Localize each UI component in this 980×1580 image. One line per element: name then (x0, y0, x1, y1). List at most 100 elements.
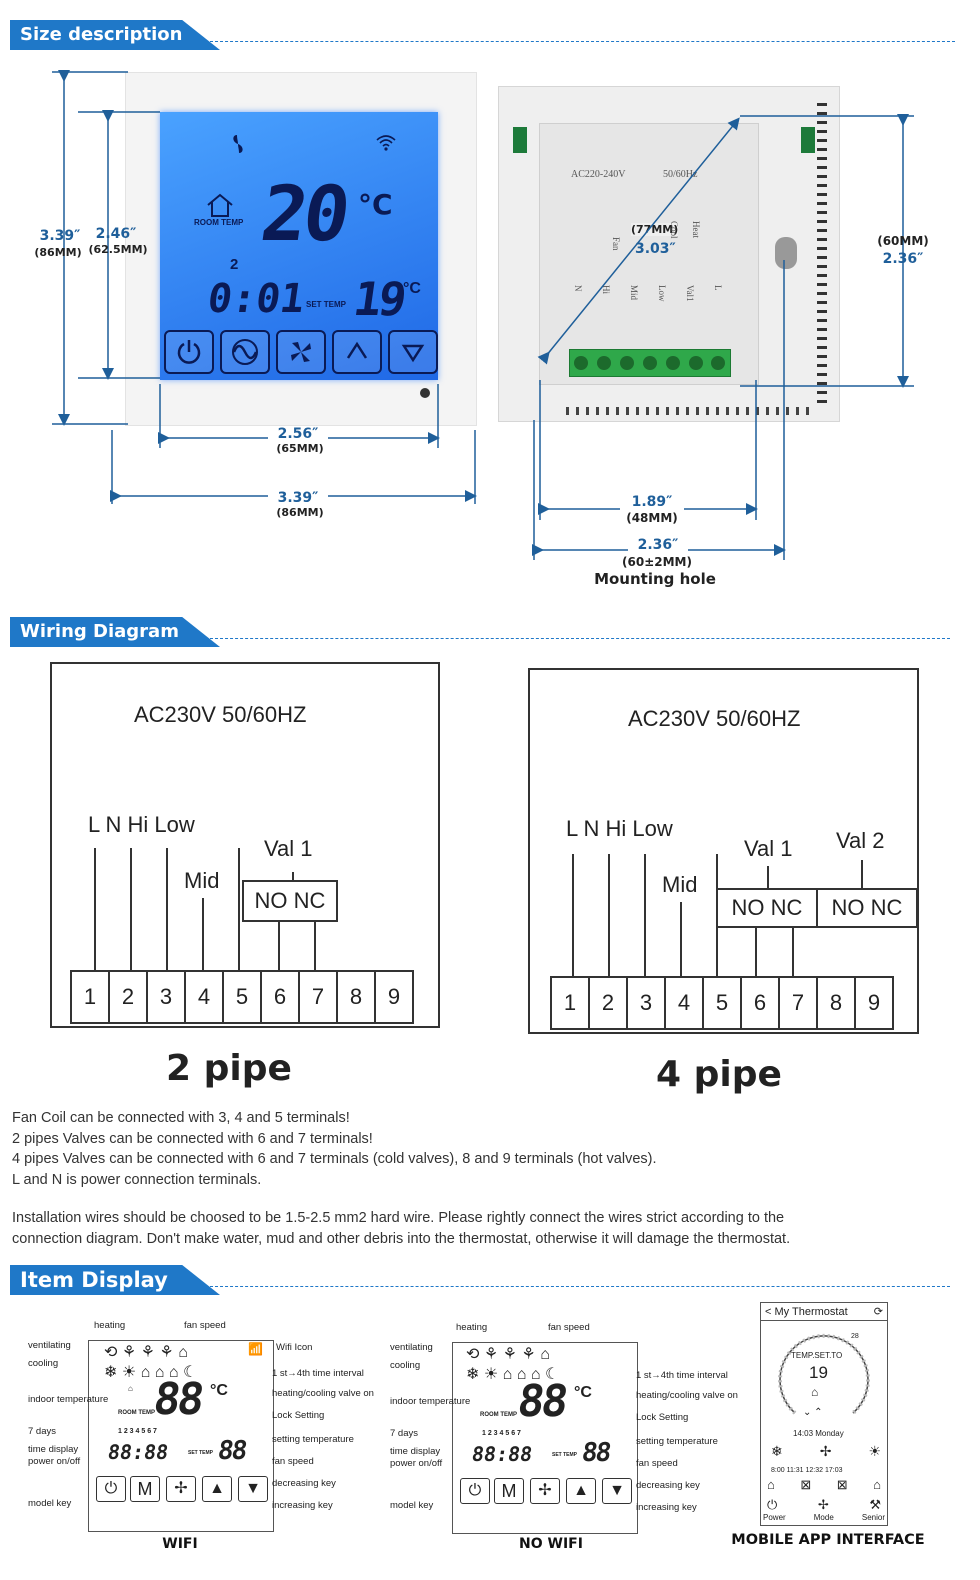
note-line: L and N is power connection terminals. (12, 1171, 262, 1188)
schedule-icons[interactable]: ⌂ ⊠ ⊠ ⌂ (767, 1477, 881, 1493)
mounting-hole-inch: 2.36″ (628, 537, 688, 553)
lcd-height-inch: 2.46″ (95, 226, 137, 242)
caption-2pipe: 2 pipe (166, 1048, 292, 1089)
vent-slots (559, 407, 809, 415)
senior-label: Senior (861, 1513, 885, 1522)
snow-sun-icons: ❄ ☀ ⌂ ⌂ ⌂ ☾ (466, 1366, 560, 1383)
caption-mobile-app: MOBILE APP INTERFACE (731, 1532, 925, 1548)
back-width-inch: 1.89″ (620, 494, 684, 510)
thermometer-icon: ⌂ (811, 1385, 819, 1399)
install-line: connection diagram. Don't make water, mu… (12, 1230, 791, 1247)
lcd-temp-digits: 88 (150, 1374, 205, 1425)
label-fan-speed-right: fan speed (636, 1458, 678, 1469)
room-temp-label: ROOM TEMP (194, 218, 244, 227)
action-labels: Power Mode Senior (763, 1513, 885, 1522)
senior-icon[interactable]: ⚒ (869, 1497, 881, 1512)
down-arrow-icon: ▼ (602, 1478, 632, 1504)
display-wifi: heating fan speed ventilating cooling in… (0, 1310, 390, 1570)
label-indoor-temperature: indoor temperature (28, 1394, 109, 1405)
action-icons[interactable]: ⏻ ✢ ⚒ (767, 1497, 881, 1513)
label-setting-temperature: setting temperature (636, 1436, 718, 1447)
terminal: 9 (374, 970, 414, 1024)
terminal: 7 (298, 970, 338, 1024)
mode-icon[interactable]: ✢ (817, 1497, 829, 1512)
heat-icon[interactable]: ☀ (868, 1443, 881, 1459)
label-time-interval: 1 st→4th time interval (272, 1368, 364, 1379)
label-valve-on: heating/cooling valve on (636, 1390, 738, 1401)
wire-labels-lnhilow: L N Hi Low (566, 816, 673, 841)
fan-icon: ✢ (166, 1476, 196, 1502)
label-cooling: cooling (390, 1360, 421, 1371)
back-height-mm: (60MM) (877, 234, 929, 248)
set-temp-label: SET TEMP (188, 1450, 214, 1456)
lcd-diagram (452, 1342, 638, 1534)
label-model-key: model key (28, 1498, 72, 1509)
vent-slots (817, 97, 827, 407)
up-arrow-icon (346, 341, 368, 359)
days-row: 1 2 3 4 5 6 7 (118, 1428, 157, 1435)
mode-button[interactable] (220, 330, 270, 374)
terminal: 5 (702, 976, 742, 1030)
label-time-display: time display (28, 1444, 79, 1455)
section-title: Item Display (10, 1265, 220, 1295)
mode-key: M (130, 1476, 160, 1502)
lcd-set-digits: 88 (579, 1438, 612, 1468)
power-label: Power (763, 1513, 786, 1522)
app-title[interactable]: < My Thermostat (765, 1306, 848, 1318)
power-icon: ⏻ (460, 1478, 490, 1504)
front-dimension-lines (52, 70, 477, 504)
schedule-icon[interactable]: ⊠ (836, 1477, 848, 1492)
down-up-icons[interactable]: ⌄ ⌃ (803, 1407, 823, 1418)
up-arrow-icon: ▲ (202, 1476, 232, 1502)
section-header-wiring: Wiring Diagram (10, 617, 950, 647)
schedule-icon[interactable]: ⊠ (800, 1477, 812, 1492)
section-header-item: Item Display (10, 1265, 950, 1295)
house-icon (207, 193, 233, 217)
schedule-icon[interactable]: ⌂ (873, 1477, 881, 1492)
label-lock-setting: Lock Setting (272, 1410, 325, 1421)
set-temp-label: SET TEMP (552, 1452, 578, 1458)
wires (94, 848, 316, 970)
app-header: < My Thermostat ⟳ (761, 1303, 887, 1321)
power-icon[interactable]: ⏻ (767, 1497, 778, 1512)
screw-hole (775, 237, 797, 269)
fan-icon[interactable]: ✢ (819, 1443, 832, 1459)
terminal: 3 (626, 976, 666, 1030)
down-button[interactable] (388, 330, 438, 374)
outer-height-inch: 3.39″ (39, 228, 81, 244)
label-wifi-icon: Wifi Icon (276, 1342, 313, 1353)
lcd-set-digits: 88 (215, 1436, 248, 1466)
mount-clip (801, 127, 815, 153)
terminal: 4 (664, 976, 704, 1030)
label-ventilating: ventilating (390, 1342, 433, 1353)
period-indicator: 2 (230, 256, 239, 273)
wire-label-val1: Val 1 (264, 836, 313, 861)
temperature-dial[interactable] (771, 1327, 877, 1423)
mode-label: Mode (813, 1513, 834, 1522)
down-arrow-icon (401, 344, 425, 363)
divider (210, 638, 950, 639)
wire-label-val2: Val 2 (836, 828, 885, 853)
mode-icons[interactable]: ❄ ✢ ☀ (771, 1443, 881, 1460)
lcd-screen: ROOM TEMP 20 °C 2 0:01 SET TEMP 19 °C (160, 112, 438, 380)
mobile-app-screen: < My Thermostat ⟳ 28 TEMP.SET.TO 19 ⌂ ⌄ … (760, 1302, 888, 1526)
mode-key: M (494, 1478, 524, 1504)
cool-icon[interactable]: ❄ (771, 1443, 783, 1459)
back-dimension-lines (532, 114, 914, 560)
label-time-interval: 1 st→4th time interval (636, 1370, 728, 1381)
wifi-icon (376, 135, 396, 151)
power-button[interactable] (164, 330, 214, 374)
label-model-key: model key (390, 1500, 434, 1511)
up-button[interactable] (332, 330, 382, 374)
terminal-strip: 1 2 3 4 5 6 7 8 9 (550, 976, 894, 1030)
scale-max: 28 (851, 1333, 859, 1340)
fan-button[interactable] (276, 330, 326, 374)
room-temp-label: ROOM TEMP (480, 1412, 517, 1418)
down-arrow-icon: ▼ (238, 1476, 268, 1502)
lcd-width-mm: (65MM) (276, 442, 324, 455)
terminal: 7 (778, 976, 818, 1030)
terminal: 2 (108, 970, 148, 1024)
refresh-icon[interactable]: ⟳ (873, 1306, 883, 1318)
divider (210, 41, 955, 42)
schedule-icon[interactable]: ⌂ (767, 1477, 775, 1492)
